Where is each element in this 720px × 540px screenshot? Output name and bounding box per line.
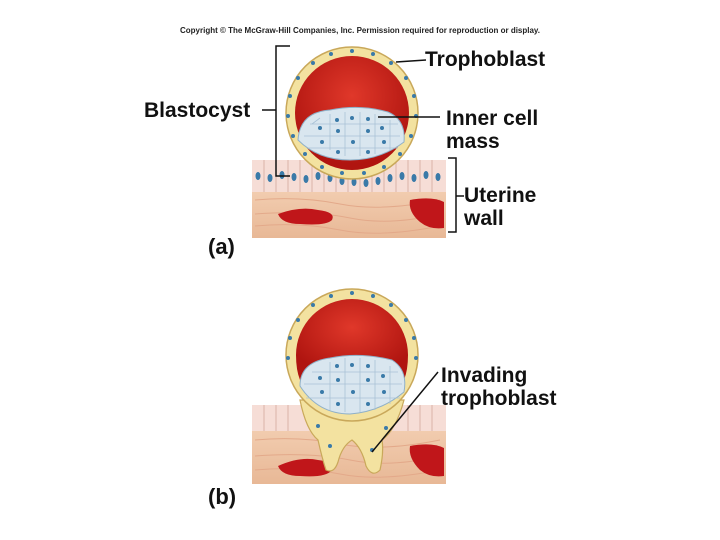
- panel-a-figure: [252, 45, 464, 238]
- blood-vessel: [278, 458, 333, 477]
- panel-b-label: (b): [208, 484, 237, 509]
- invading-trophoblast: [299, 399, 405, 474]
- label-inner-cell-mass: Inner cell mass: [446, 107, 539, 153]
- label-invading-trophoblast: Invading trophoblast: [441, 364, 557, 410]
- inner-cell-mass: [299, 354, 406, 415]
- blastocyst: [285, 46, 419, 180]
- invading-trophoblast-leader: [371, 371, 439, 453]
- uterine-wall-bracket: [448, 157, 457, 233]
- panel-a-label: (a): [208, 234, 235, 259]
- blood-vessel: [409, 198, 444, 229]
- label-blastocyst: Blastocyst: [144, 99, 251, 122]
- label-trophoblast: Trophoblast: [425, 48, 546, 71]
- panel-b-figure: [252, 288, 446, 484]
- blastocyst: [285, 288, 419, 452]
- blood-vessel: [409, 444, 444, 477]
- blastocyst-bracket: [275, 45, 290, 177]
- copyright-notice: Copyright © The McGraw-Hill Companies, I…: [179, 26, 541, 35]
- blood-vessel: [278, 208, 333, 225]
- trophoblast-leader: [395, 59, 427, 63]
- label-uterine-wall: Uterine wall: [464, 184, 537, 230]
- inner-cell-mass: [297, 106, 405, 161]
